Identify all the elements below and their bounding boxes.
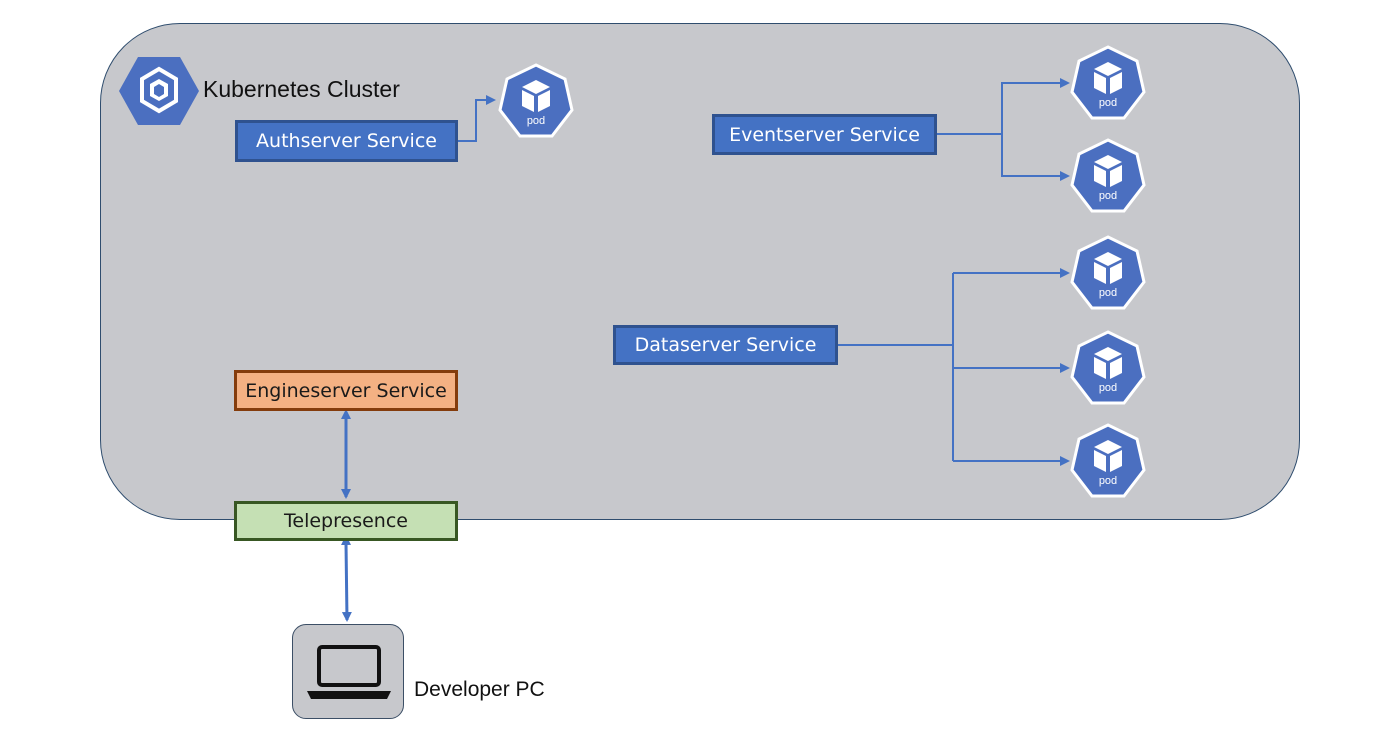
pod-label: pod — [1098, 475, 1118, 487]
pod-heptagon-icon — [1070, 330, 1146, 405]
pod-label: pod — [1098, 97, 1118, 109]
engineserver-service-box: Engineserver Service — [234, 370, 458, 411]
developer-pc-label: Developer PC — [414, 678, 545, 701]
data-pod-1: pod — [1068, 234, 1148, 314]
pod-label: pod — [1098, 287, 1118, 299]
telepresence-label: Telepresence — [284, 510, 408, 532]
telepresence-box: Telepresence — [234, 501, 458, 541]
pod-heptagon-icon — [498, 63, 574, 138]
authserver-service-label: Authserver Service — [256, 130, 437, 152]
eventserver-service-label: Eventserver Service — [729, 123, 920, 146]
pod-label: pod — [1098, 382, 1118, 394]
dataserver-service-label: Dataserver Service — [634, 334, 817, 356]
pod-heptagon-icon — [1070, 423, 1146, 498]
event-to-pod-1-connector — [1001, 78, 1070, 134]
authserver-service-box: Authserver Service — [235, 120, 458, 162]
laptop-icon — [307, 645, 391, 699]
data-pod-2: pod — [1068, 329, 1148, 409]
pod-heptagon-icon — [1070, 138, 1146, 213]
auth-pod: pod — [496, 62, 576, 142]
pod-heptagon-icon — [1070, 235, 1146, 310]
eventserver-service-box: Eventserver Service — [712, 114, 937, 155]
auth-to-pod-connector — [458, 95, 496, 142]
telepresence-developer-connector — [341, 535, 352, 622]
dataserver-service-box: Dataserver Service — [613, 325, 838, 365]
developer-pc-box — [292, 624, 404, 719]
data-pod-3: pod — [1068, 422, 1148, 502]
pod-label: pod — [1098, 190, 1118, 202]
pod-label: pod — [526, 115, 546, 127]
event-pod-1: pod — [1068, 44, 1148, 124]
event-to-pod-2-connector — [1001, 134, 1070, 181]
engineserver-service-label: Engineserver Service — [245, 379, 447, 402]
pod-heptagon-icon — [1070, 45, 1146, 120]
kubernetes-engine-icon — [119, 57, 199, 125]
cluster-label: Kubernetes Cluster — [203, 76, 400, 102]
event-pod-2: pod — [1068, 137, 1148, 217]
